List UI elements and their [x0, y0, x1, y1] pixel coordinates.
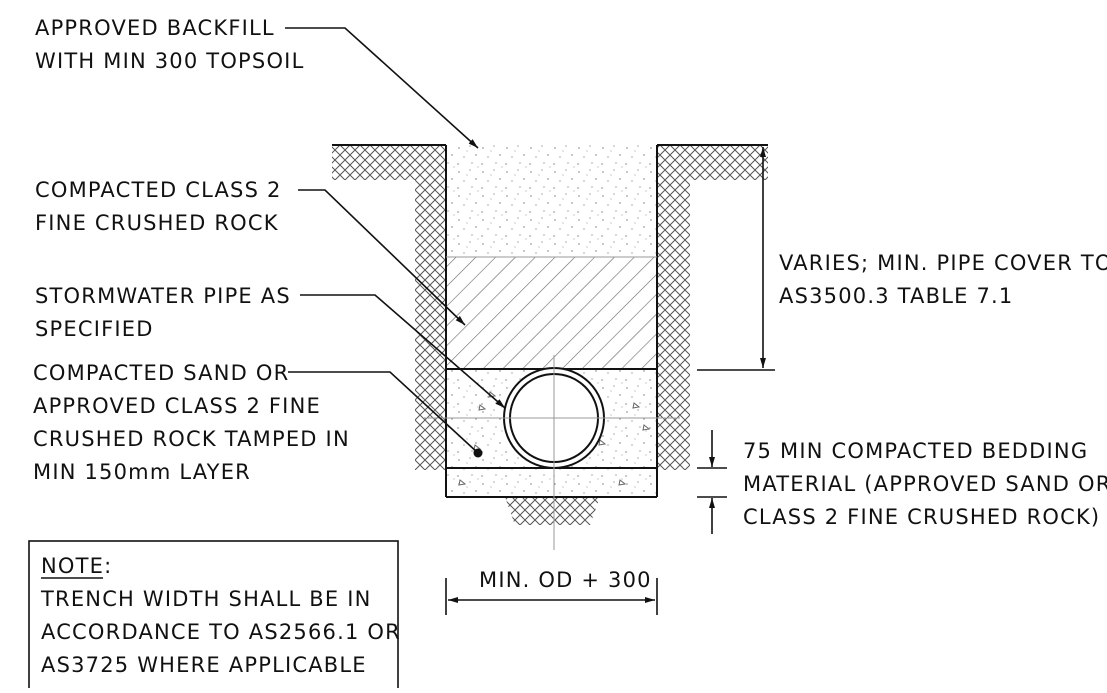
note-box: NOTE: TRENCH WIDTH SHALL BE IN ACCORDANC… — [28, 540, 409, 692]
pipe-label: STORMWATER PIPE AS SPECIFIED — [35, 284, 299, 341]
sand-label: COMPACTED SAND OR APPROVED CLASS 2 FINE … — [33, 361, 358, 484]
backfill-label: APPROVED BACKFILL WITH MIN 300 TOPSOIL — [35, 16, 304, 73]
bedding-dimension — [697, 430, 727, 534]
bedding-label: 75 MIN COMPACTED BEDDING MATERIAL (APPRO… — [743, 439, 1107, 529]
backfill-zone — [446, 145, 657, 257]
leader-lines — [285, 27, 506, 454]
cover-label: VARIES; MIN. PIPE COVER TO AS3500.3 TABL… — [779, 251, 1107, 308]
crushed-rock-zone — [446, 257, 657, 369]
crushed-rock-label: COMPACTED CLASS 2 FINE CRUSHED ROCK — [35, 178, 289, 235]
note-heading: NOTE: — [41, 554, 112, 578]
centre-lines — [424, 355, 680, 550]
note-body: TRENCH WIDTH SHALL BE IN ACCORDANCE TO A… — [40, 587, 409, 677]
width-dimension — [445, 578, 658, 615]
natural-ground — [332, 145, 768, 525]
width-label: MIN. OD + 300 — [479, 568, 652, 592]
cover-dimension — [697, 147, 775, 371]
